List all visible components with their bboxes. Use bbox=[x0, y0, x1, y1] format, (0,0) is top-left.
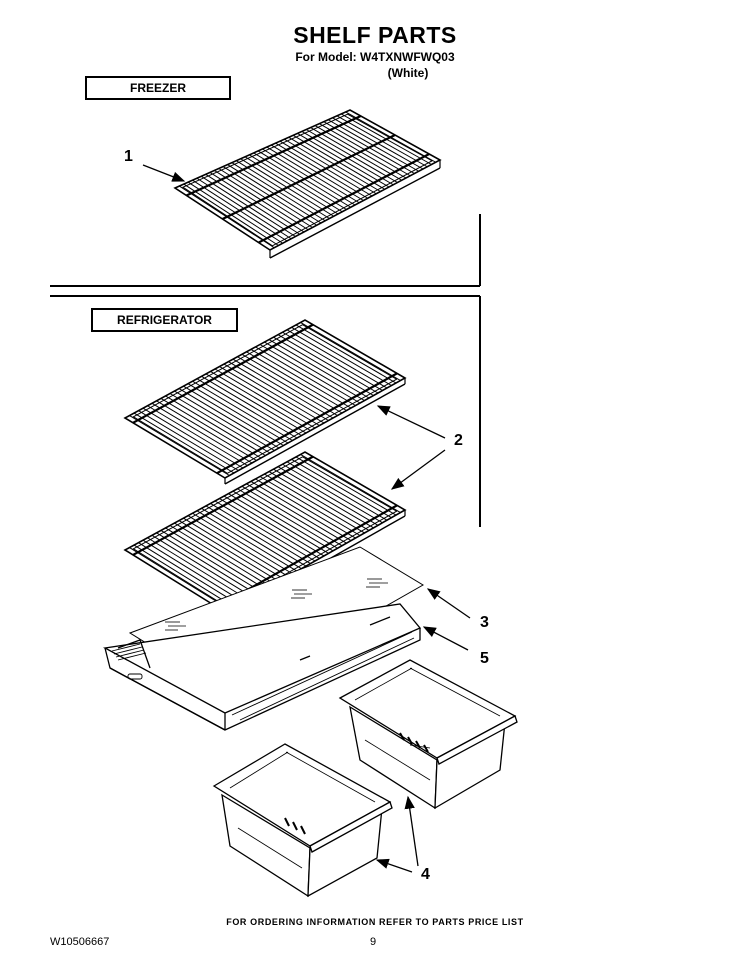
model-line: For Model: W4TXNWFWQ03 bbox=[295, 50, 455, 64]
callout-4: 4 bbox=[421, 866, 430, 883]
callout-5: 5 bbox=[480, 650, 489, 667]
document-number: W10506667 bbox=[50, 936, 110, 948]
crisper-cover-frame bbox=[102, 603, 422, 731]
ordering-note: FOR ORDERING INFORMATION REFER TO PARTS … bbox=[226, 917, 524, 927]
callout-2: 2 bbox=[454, 432, 463, 449]
model-color: (White) bbox=[387, 66, 429, 80]
freezer-wire-shelf bbox=[173, 109, 442, 259]
callout-1: 1 bbox=[124, 148, 133, 165]
freezer-section-label: FREEZER bbox=[85, 76, 231, 100]
section-dividers bbox=[50, 214, 481, 527]
page-number: 9 bbox=[370, 936, 377, 948]
refrigerator-section-label: REFRIGERATOR bbox=[91, 308, 238, 332]
crisper-drawer-left bbox=[212, 743, 393, 898]
crisper-drawer-right bbox=[338, 659, 518, 810]
refrigerator-wire-shelf-upper bbox=[123, 319, 407, 485]
callout-leaders bbox=[142, 164, 471, 873]
callout-3: 3 bbox=[480, 614, 489, 631]
page-title: SHELF PARTS bbox=[293, 22, 457, 48]
